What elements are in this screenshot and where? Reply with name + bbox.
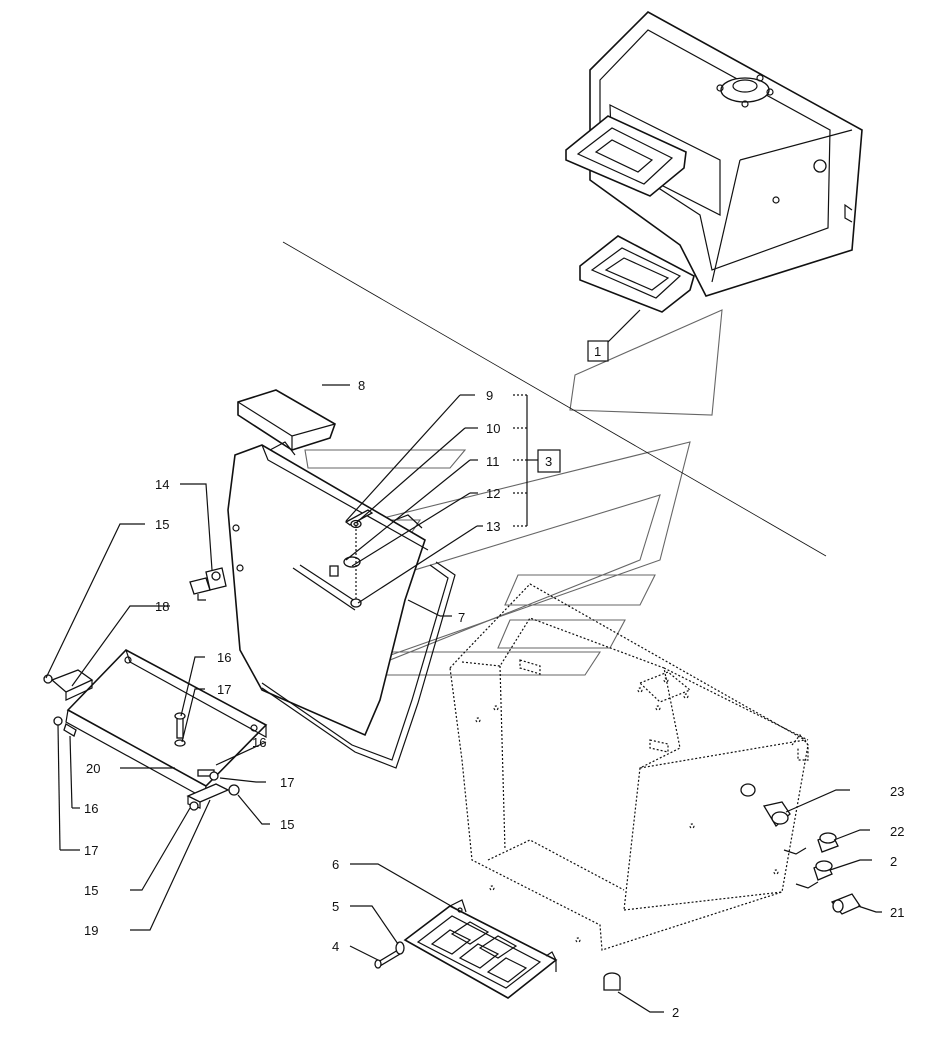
callout-7: 7 (458, 610, 465, 625)
callout-16-b: 16 (217, 650, 231, 665)
callout-8: 8 (358, 378, 365, 393)
callout-14: 14 (155, 477, 169, 492)
fasteners-9-13 (329, 509, 374, 608)
callout-17-a: 17 (84, 843, 98, 858)
callout-6: 6 (332, 857, 339, 872)
side-panel-7 (227, 441, 456, 769)
callout-11: 11 (486, 454, 500, 469)
latch-14 (189, 567, 227, 601)
callout-9: 9 (486, 388, 493, 403)
washer-5 (395, 941, 405, 955)
callout-15-b: 15 (280, 817, 294, 832)
callout-4: 4 (332, 939, 339, 954)
bracket-plate-20 (65, 649, 268, 799)
callout-17-c: 17 (280, 775, 294, 790)
bolt-4 (374, 949, 401, 969)
callout-1: 1 (594, 344, 601, 359)
callout-22: 22 (890, 824, 904, 839)
bolt-16 (174, 712, 186, 747)
callout-box-1 (587, 340, 609, 362)
fuel-tank-assembly-top (565, 11, 863, 313)
callout-12: 12 (486, 486, 500, 501)
callout-box-3 (537, 449, 561, 473)
callout-10: 10 (486, 421, 500, 436)
hinge-19 (186, 769, 240, 811)
step-6 (403, 899, 558, 999)
section-line (282, 241, 827, 557)
callout-23: 23 (890, 784, 904, 799)
callout-2-a: 2 (890, 854, 897, 869)
callout-18: 18 (155, 599, 169, 614)
drain-plug-2 (603, 972, 621, 991)
callout-15-a: 15 (155, 517, 169, 532)
callout-19: 19 (84, 923, 98, 938)
callout-15-c: 15 (84, 883, 98, 898)
callout-2-b: 2 (672, 1005, 679, 1020)
callout-21: 21 (890, 905, 904, 920)
fittings-right (740, 783, 861, 915)
callout-20: 20 (86, 761, 100, 776)
callout-16-c: 16 (252, 735, 266, 750)
hardware-left (53, 716, 77, 737)
callout-3: 3 (545, 454, 552, 469)
fuel-tank-lower (449, 583, 809, 951)
callout-13: 13 (486, 519, 500, 534)
callout-16-a: 16 (84, 801, 98, 816)
callout-5: 5 (332, 899, 339, 914)
cover-plate-8 (237, 389, 336, 451)
callout-17-b: 17 (217, 682, 231, 697)
